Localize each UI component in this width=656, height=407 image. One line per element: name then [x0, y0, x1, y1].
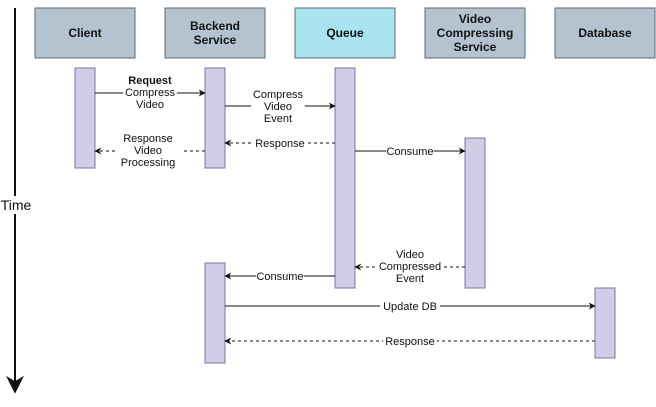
message-label-m6: Event — [396, 273, 424, 285]
activation-backend-1 — [204, 67, 226, 169]
message-label-m4: Processing — [121, 157, 175, 169]
message-m7: Consume — [224, 270, 335, 283]
message-label-backdrop — [380, 300, 440, 313]
message-label-m2: Event — [264, 113, 292, 125]
message-label-m5: Consume — [386, 146, 433, 158]
participant-label-compressor: Video — [459, 12, 491, 26]
time-label-backdrop — [0, 196, 32, 214]
activation-backend-2 — [204, 262, 226, 364]
message-label-backdrop — [256, 270, 304, 283]
participant-box-backend — [164, 7, 266, 59]
participant-label-client: Client — [68, 26, 101, 40]
participant-label-backend: Backend — [190, 19, 240, 33]
message-label-m3: Response — [255, 138, 305, 150]
message-label-m9: Response — [385, 336, 435, 348]
message-label-m1: Request — [128, 75, 172, 87]
participant-box-queue — [294, 7, 396, 59]
message-label-backdrop — [123, 74, 177, 111]
activation-queue — [334, 67, 356, 289]
message-label-m7: Consume — [256, 271, 303, 283]
participant-box-database — [554, 7, 656, 59]
message-label-m1: Compress — [125, 87, 176, 99]
message-label-m1: Video — [136, 99, 164, 111]
message-label-m2: Compress — [253, 89, 304, 101]
participant-queue: Queue — [294, 7, 396, 59]
message-m5: Consume — [355, 145, 466, 158]
message-m3: Response — [224, 137, 335, 150]
activation-client — [74, 67, 96, 169]
message-label-backdrop — [115, 132, 181, 169]
message-label-m2: Video — [264, 101, 292, 113]
message-label-backdrop — [253, 137, 307, 150]
message-label-m6: Video — [396, 249, 424, 261]
participant-label-queue: Queue — [326, 26, 364, 40]
message-m8: Update DB — [225, 300, 596, 313]
message-label-backdrop — [386, 145, 434, 158]
message-label-m4: Response — [123, 133, 173, 145]
participant-box-compressor — [424, 7, 526, 59]
participant-label-database: Database — [578, 26, 632, 40]
participant-client: Client — [34, 7, 136, 59]
participant-label-compressor: Service — [454, 40, 497, 54]
time-axis-label: Time — [1, 197, 32, 213]
message-label-m4: Video — [134, 145, 162, 157]
participant-label-compressor: Compressing — [437, 26, 514, 40]
participant-database: Database — [554, 7, 656, 59]
message-label-m6: Compressed — [379, 261, 441, 273]
message-label-backdrop — [251, 88, 305, 125]
message-m9: Response — [224, 335, 595, 348]
activation-compressor — [464, 137, 486, 289]
message-label-backdrop — [377, 248, 443, 285]
participant-box-client — [34, 7, 136, 59]
message-label-backdrop — [383, 335, 437, 348]
participant-label-backend: Service — [194, 33, 237, 47]
activation-database — [594, 287, 616, 359]
message-label-m8: Update DB — [383, 301, 437, 313]
